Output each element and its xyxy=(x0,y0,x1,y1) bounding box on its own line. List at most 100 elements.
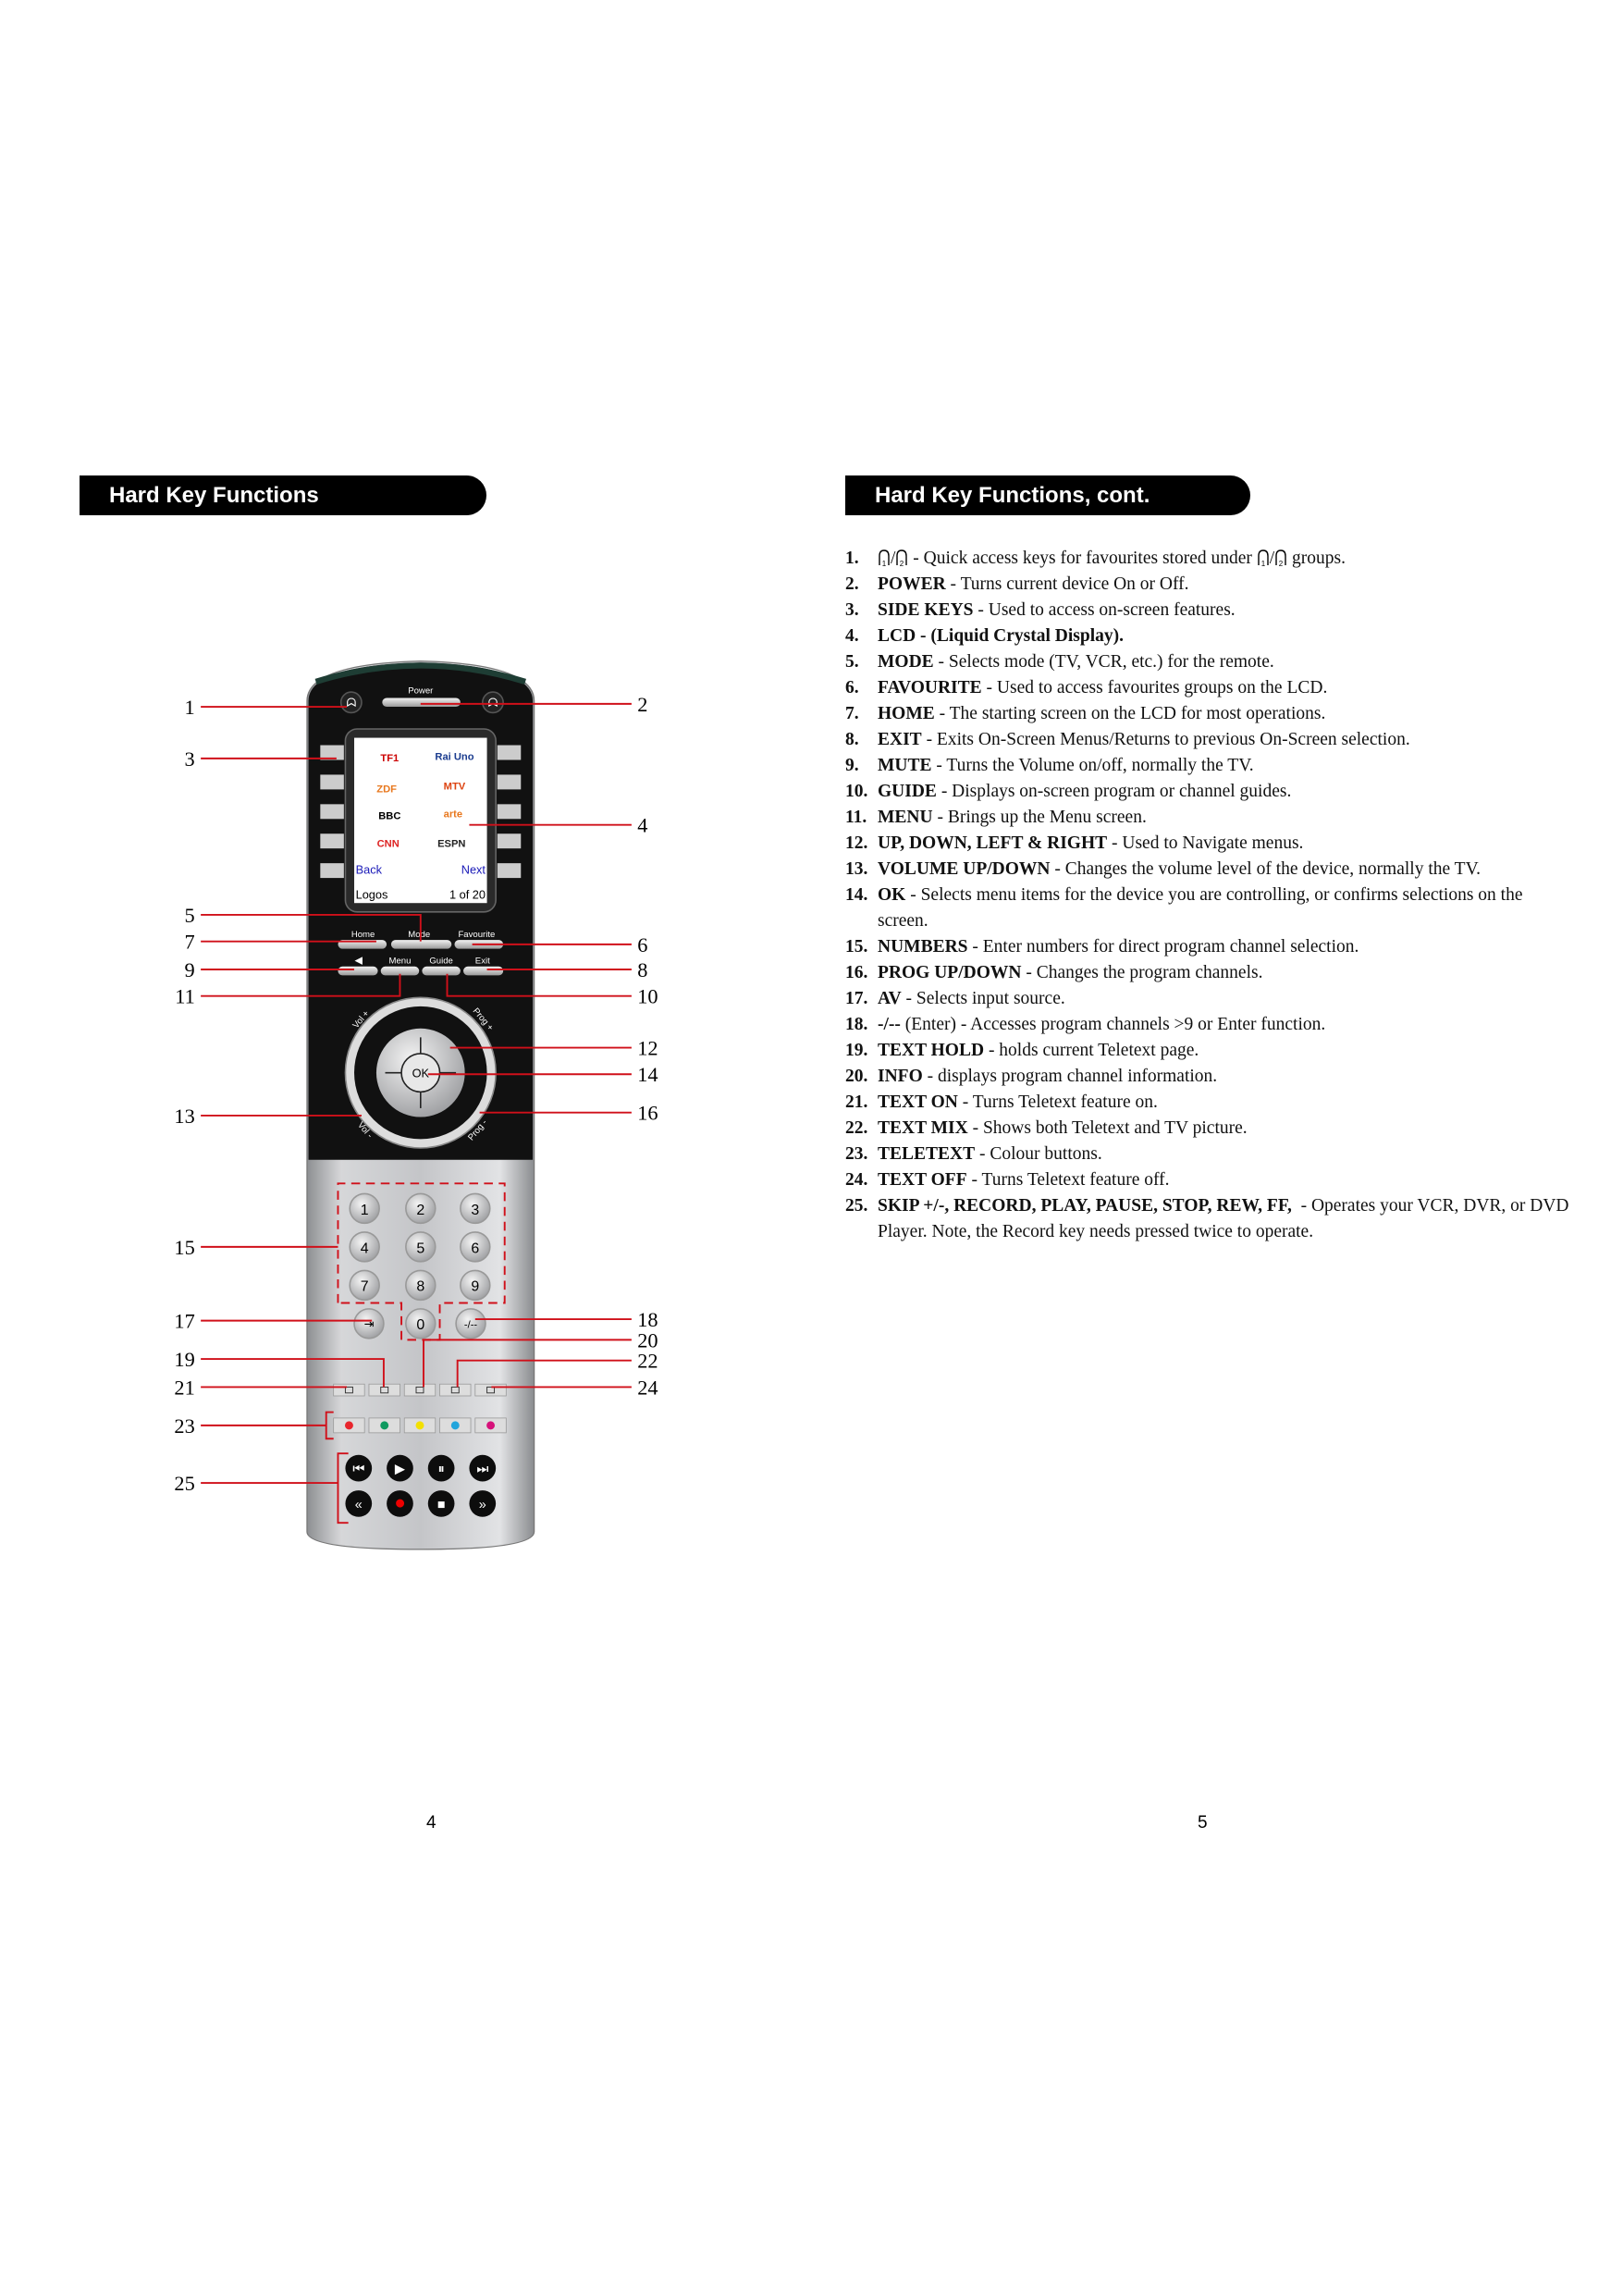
teletext-button[interactable] xyxy=(403,1383,436,1397)
side-key-button[interactable] xyxy=(497,833,522,849)
menu-button[interactable] xyxy=(380,966,420,976)
power-label: Power xyxy=(408,686,434,697)
item-term: MODE xyxy=(878,652,934,672)
side-key-button[interactable] xyxy=(497,804,522,820)
number-button[interactable] xyxy=(405,1231,436,1263)
item-term: TEXT OFF xyxy=(878,1170,967,1190)
teletext-button[interactable] xyxy=(474,1383,507,1397)
number-button[interactable] xyxy=(405,1269,436,1302)
item-number: 3. xyxy=(845,600,859,620)
favourite-2-button[interactable] xyxy=(481,691,504,714)
play-button[interactable] xyxy=(387,1454,413,1482)
record-button[interactable] xyxy=(387,1490,413,1517)
callout-number: 5 xyxy=(185,904,195,927)
lcd-title: Logos xyxy=(356,887,388,901)
item-term: AV xyxy=(878,989,902,1008)
teletext-button[interactable] xyxy=(333,1383,365,1397)
callout-labels: 1357911131517192123252468101214161820222… xyxy=(174,693,658,1495)
function-item: 17.AV - Selects input source. xyxy=(845,986,1576,1012)
number-button[interactable] xyxy=(349,1192,380,1225)
item-text: TEXT MIX - Shows both Teletext and TV pi… xyxy=(878,1116,1576,1142)
function-item: 7.HOME - The starting screen on the LCD … xyxy=(845,701,1576,727)
direction-arrows xyxy=(385,1037,457,1108)
mute-button[interactable] xyxy=(338,966,378,976)
callout-number: 4 xyxy=(637,814,647,837)
side-key-button[interactable] xyxy=(320,833,344,849)
number-button[interactable] xyxy=(405,1192,436,1225)
item-text: POWER - Turns current device On or Off. xyxy=(878,572,1576,598)
number-label: 6 xyxy=(471,1241,479,1256)
av-button[interactable] xyxy=(353,1308,385,1339)
favourite-1-icon: 1 xyxy=(1258,549,1269,567)
guide-label: Guide xyxy=(429,957,453,967)
item-term: SKIP +/-, RECORD, PLAY, PAUSE, STOP, REW… xyxy=(878,1196,1292,1216)
enter-button[interactable] xyxy=(455,1308,486,1339)
exit-button[interactable] xyxy=(463,966,504,976)
teletext-button[interactable] xyxy=(439,1383,472,1397)
pause-button[interactable] xyxy=(427,1454,455,1482)
function-item: 6.FAVOURITE - Used to access favourites … xyxy=(845,675,1576,701)
number-button[interactable] xyxy=(349,1231,380,1263)
number-button[interactable] xyxy=(460,1231,491,1263)
skip-back-icon: ⏮ xyxy=(352,1463,364,1477)
svg-text:2: 2 xyxy=(1279,560,1284,567)
item-desc: - Operates your VCR, DVR, or DVD Player.… xyxy=(878,1196,1574,1241)
item-text: TELETEXT - Colour buttons. xyxy=(878,1142,1576,1167)
side-key-button[interactable] xyxy=(497,774,522,790)
fast-forward-icon: » xyxy=(479,1498,486,1512)
function-item: 4.LCD - (Liquid Crystal Display). xyxy=(845,623,1576,649)
number-button[interactable] xyxy=(349,1269,380,1302)
item-term: INFO xyxy=(878,1067,923,1086)
item-term: -/-- xyxy=(878,1015,901,1034)
channel-logo: BBC xyxy=(378,810,400,821)
item-number: 15. xyxy=(845,937,868,957)
svg-text:1: 1 xyxy=(1261,560,1266,567)
text-on-icon xyxy=(344,1386,353,1394)
item-term: TEXT MIX xyxy=(878,1118,968,1138)
item-desc: - Enter numbers for direct program chann… xyxy=(967,937,1359,957)
item-term: UP, DOWN, LEFT & RIGHT xyxy=(878,833,1108,853)
item-number: 11. xyxy=(845,808,867,827)
mode-button[interactable] xyxy=(390,940,452,949)
power-button[interactable] xyxy=(382,697,461,708)
number-label: 2 xyxy=(416,1203,424,1218)
record-icon: ● xyxy=(394,1492,406,1513)
callout-number: 23 xyxy=(174,1414,194,1438)
item-text: MUTE - Turns the Volume on/off, normally… xyxy=(878,753,1576,779)
callout-number: 24 xyxy=(637,1376,658,1399)
pause-icon: ⏸ xyxy=(438,1463,445,1477)
side-key-button[interactable] xyxy=(320,774,344,790)
zero-button[interactable] xyxy=(405,1308,436,1339)
function-item: 10.GUIDE - Displays on-screen program or… xyxy=(845,779,1576,805)
skip-forward-button[interactable] xyxy=(469,1454,497,1482)
side-key-button[interactable] xyxy=(320,745,344,760)
function-item: 1.1/2 - Quick access keys for favourites… xyxy=(845,546,1576,572)
callout-line xyxy=(201,1358,385,1388)
item-desc: - Displays on-screen program or channel … xyxy=(936,782,1292,801)
home-label: Home xyxy=(351,930,375,940)
favourite-1-icon: ᗣ xyxy=(347,696,357,710)
lcd-back-softkey[interactable]: Back xyxy=(356,862,383,876)
ok-button[interactable] xyxy=(400,1053,441,1093)
side-key-button[interactable] xyxy=(320,863,344,879)
rewind-button[interactable] xyxy=(345,1490,373,1517)
callout-number: 22 xyxy=(637,1350,658,1373)
channel-logo: Rai Uno xyxy=(435,751,473,762)
fast-forward-button[interactable] xyxy=(469,1490,497,1517)
side-key-button[interactable] xyxy=(497,745,522,760)
stop-button[interactable] xyxy=(427,1490,455,1517)
number-button[interactable] xyxy=(460,1192,491,1225)
skip-back-button[interactable] xyxy=(345,1454,373,1482)
function-item: 24.TEXT OFF - Turns Teletext feature off… xyxy=(845,1167,1576,1193)
channel-logo: TF1 xyxy=(380,753,399,764)
item-number: 25. xyxy=(845,1196,868,1216)
item-desc: - displays program channel information. xyxy=(922,1067,1218,1086)
number-button[interactable] xyxy=(460,1269,491,1302)
channel-logo: arte xyxy=(444,809,462,821)
guide-button[interactable] xyxy=(422,966,461,976)
side-key-button[interactable] xyxy=(497,863,522,879)
side-key-button[interactable] xyxy=(320,804,344,820)
lcd-next-softkey[interactable]: Next xyxy=(461,862,486,876)
item-number: 13. xyxy=(845,859,868,879)
